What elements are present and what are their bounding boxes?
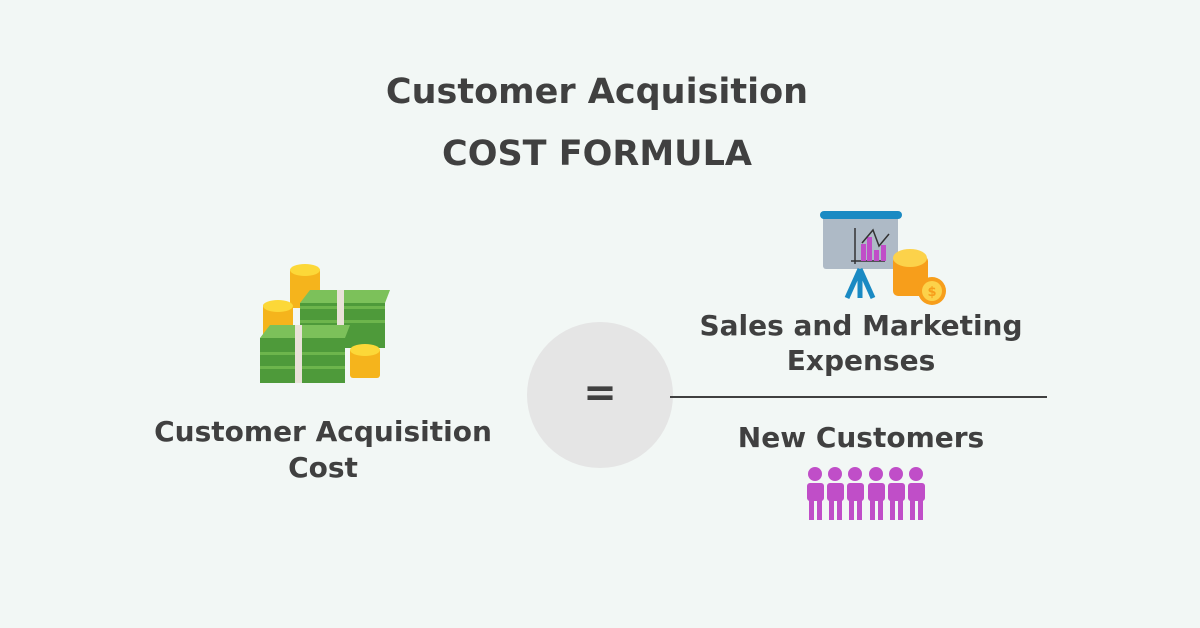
numerator-line-2: Expenses [786,344,936,377]
cac-label-line-2: Cost [288,451,358,484]
fraction-line [670,396,1047,398]
presentation-coins-icon: $ [820,211,946,305]
cac-label-line-1: Customer Acquisition [154,415,492,448]
people-group-icon [807,467,925,520]
svg-text:$: $ [927,285,936,300]
money-stacks-icon [260,264,390,383]
title-line-2: COST FORMULA [442,134,752,174]
numerator-line-1: Sales and Marketing [699,309,1023,342]
equals-sign: = [583,370,617,416]
equals-circle: = [527,322,673,468]
denominator-label: New Customers [737,421,985,454]
title-line-1: Customer Acquisition [385,72,809,112]
